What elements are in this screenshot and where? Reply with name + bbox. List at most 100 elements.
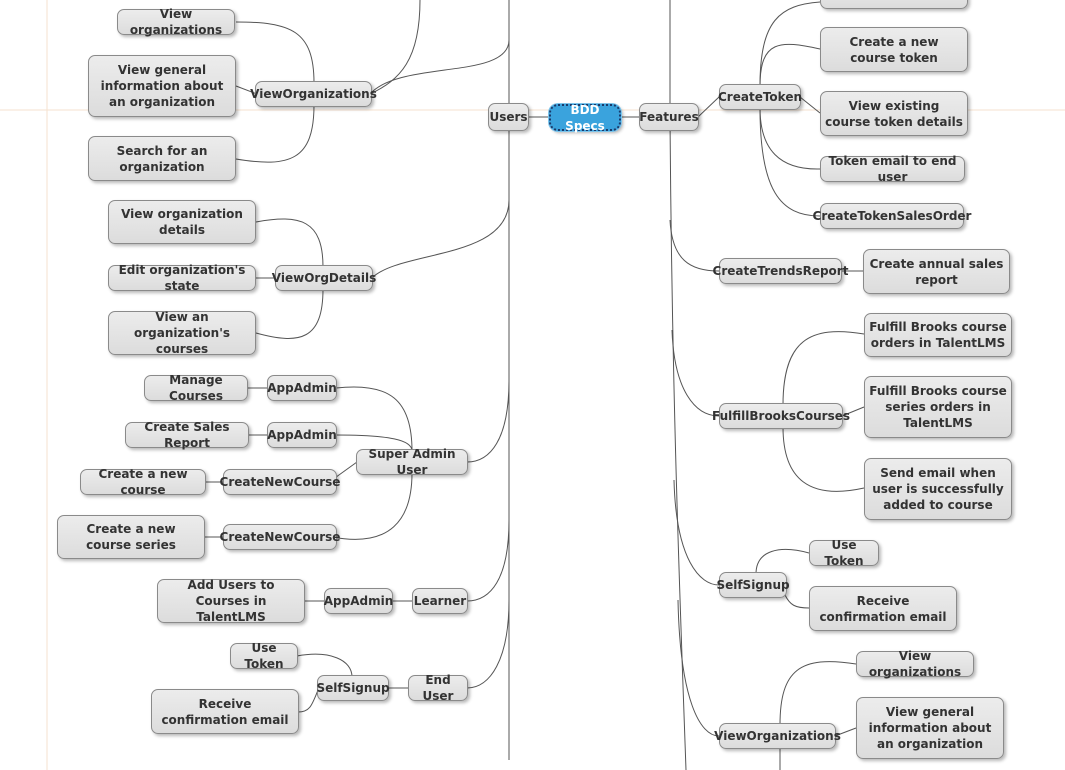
node-label: Add Users to Courses in TalentLMS [187,578,275,624]
node-create-token[interactable]: CreateToken [718,84,802,110]
node-view-org-details[interactable]: ViewOrgDetails [271,265,377,291]
leaf-add-users-to-courses[interactable]: Add Users to Courses in TalentLMS [157,578,305,624]
leaf-view-org-courses[interactable]: View an organization's courses [108,310,256,356]
node-create-trends-report[interactable]: CreateTrendsReport [713,258,848,284]
leaf-create-sales-report[interactable]: Create Sales Report [125,420,249,450]
connector [782,331,865,406]
connector [782,426,865,492]
node-label: AppAdmin [267,428,337,442]
node-label: Create Sales Report [144,420,230,450]
leaf-use-token[interactable]: Use Token [809,538,879,568]
node-label: Manage Courses [169,373,223,403]
node-label: View organization details [121,207,243,237]
node-label: Receive confirmation email [819,593,947,624]
node-app-admin[interactable]: AppAdmin [324,588,393,614]
node-label: Search for an organization [116,143,208,174]
leaf-view-org-details[interactable]: View organization details [108,200,256,244]
leaf-receive-confirmation-email[interactable]: Receive confirmation email [809,586,957,631]
connector [669,116,687,770]
connector [296,653,353,678]
node-label: Use Token [244,641,284,671]
node-label: ViewOrganizations [250,87,377,101]
node-view-organizations[interactable]: ViewOrganizations [714,723,841,749]
leaf-view-general-info[interactable]: View general information about an organi… [88,55,236,117]
leaf-edit-org-state[interactable]: Edit organization's state [108,263,256,293]
connector [759,107,821,170]
node-label: CreateTokenSalesOrder [812,209,972,223]
connector [779,661,857,726]
root-node[interactable]: BDD Specs [549,102,621,133]
node-label: Create a new course token [849,34,939,65]
node-label: Fulfill Brooks course series orders in T… [869,384,1007,430]
connector [755,549,810,575]
node-label: View an organization's courses [133,310,231,356]
connector [235,104,315,163]
node-super-admin-user[interactable]: Super Admin User [356,447,468,477]
connector [759,1,821,87]
connector [784,594,810,609]
node-label: FulfillBrooksCourses [712,409,850,423]
node-label: BDD Specs [565,102,605,133]
node-label: Create annual sales report [869,256,1004,287]
leaf-use-token[interactable]: Use Token [230,641,298,671]
node-create-new-course[interactable]: CreateNewCourse [220,469,340,495]
leaf-fulfill-course-orders[interactable]: Fulfill Brooks course orders in TalentLM… [864,313,1012,357]
leaf-cropped-top [820,0,968,9]
node-fulfill-brooks-courses[interactable]: FulfillBrooksCourses [712,403,850,429]
connector [335,386,413,452]
node-label: Fulfill Brooks course orders in TalentLM… [869,320,1007,350]
leaf-view-general-info[interactable]: View general information about an organi… [856,697,1004,759]
node-label: Token email to end user [828,154,957,184]
leaf-search-organization[interactable]: Search for an organization [88,136,236,181]
leaf-token-email[interactable]: Token email to end user [820,154,965,184]
node-app-admin[interactable]: AppAdmin [267,422,337,448]
connector [255,218,324,268]
node-label: Edit organization's state [118,263,246,293]
node-end-user[interactable]: End User [408,673,468,703]
leaf-send-email-user-added[interactable]: Send email when user is successfully add… [864,458,1012,520]
node-label: Receive confirmation email [161,696,289,727]
node-label: View general information about an organi… [868,705,992,751]
leaf-receive-confirmation-email[interactable]: Receive confirmation email [151,689,299,734]
node-learner[interactable]: Learner [412,588,468,614]
connector [799,96,821,114]
node-label: Learner [413,594,467,608]
node-self-signup[interactable]: SelfSignup [716,572,790,598]
node-app-admin[interactable]: AppAdmin [267,375,337,401]
connector [466,599,510,689]
connector [235,21,315,84]
node-view-organizations[interactable]: ViewOrganizations [250,81,377,107]
node-label: ViewOrganizations [714,729,841,743]
node-label: End User [422,673,454,703]
connector [369,39,510,95]
connector [677,599,720,737]
leaf-manage-courses[interactable]: Manage Courses [144,373,248,403]
connector [331,472,413,540]
leaf-view-organizations[interactable]: View organizations [856,649,974,679]
connector [369,0,421,95]
leaf-view-organizations[interactable]: View organizations [117,7,235,37]
leaf-create-new-course-series[interactable]: Create a new course series [57,515,205,559]
node-label: ViewOrgDetails [271,271,377,285]
branch-users[interactable]: Users [488,103,529,131]
leaf-view-course-token-details[interactable]: View existing course token details [820,91,968,136]
node-label: SelfSignup [716,578,790,592]
node-self-signup[interactable]: SelfSignup [316,675,390,701]
node-label: CreateTrendsReport [712,264,849,278]
node-label: AppAdmin [267,381,337,395]
connector [466,519,510,602]
node-create-new-course[interactable]: CreateNewCourse [220,524,340,550]
leaf-fulfill-series-orders[interactable]: Fulfill Brooks course series orders in T… [864,376,1012,438]
leaf-create-course-token[interactable]: Create a new course token [820,27,968,72]
connector [673,479,720,586]
leaf-create-token-sales-order[interactable]: CreateTokenSalesOrder [813,203,971,229]
connector [759,107,821,217]
branch-features[interactable]: Features [639,103,699,131]
leaf-create-annual-sales-report[interactable]: Create annual sales report [863,249,1010,294]
node-label: View organizations [129,7,223,37]
leaf-create-new-course[interactable]: Create a new course [80,467,206,497]
node-label: Super Admin User [368,447,456,477]
node-label: Users [489,110,528,124]
connector [297,689,319,713]
